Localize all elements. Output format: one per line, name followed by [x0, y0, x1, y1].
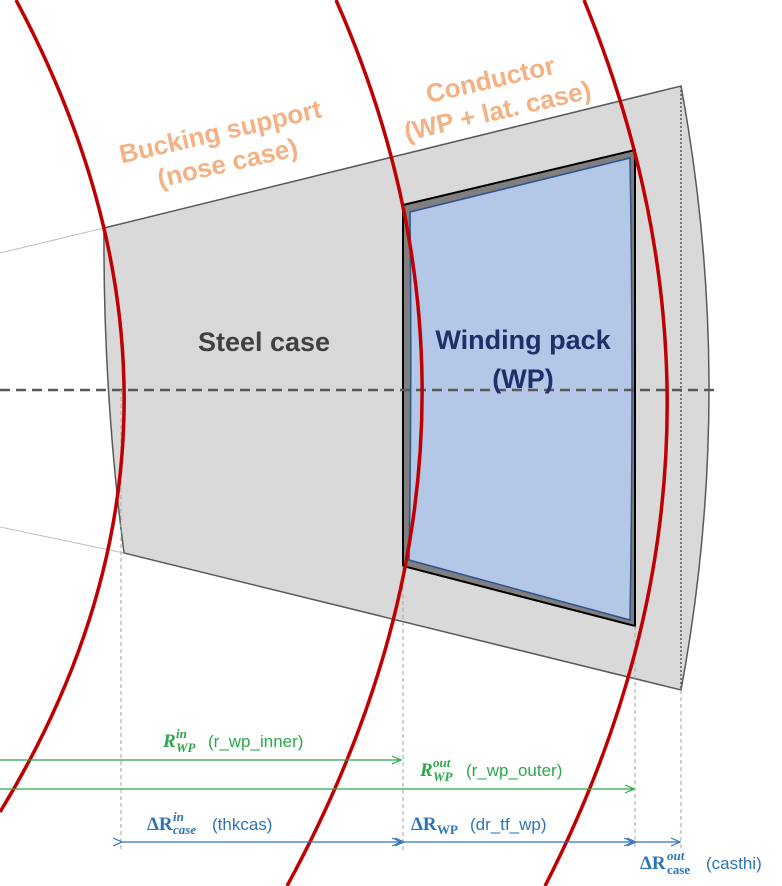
case-extension-line-bottom: [0, 526, 125, 554]
svg-text:case: case: [173, 822, 196, 837]
red-arc-1: [0, 0, 126, 813]
svg-text:(thkcas): (thkcas): [212, 815, 272, 834]
svg-text:out: out: [667, 848, 685, 863]
steel-case-label: Steel case: [198, 327, 330, 357]
svg-text:WP: WP: [176, 740, 197, 755]
thkcas-label: ΔR in case (thkcas): [147, 809, 272, 837]
svg-text:WP: WP: [433, 769, 454, 784]
reference-lines: [120, 390, 682, 850]
r-wp-inner-label: R in WP (r_wp_inner): [162, 726, 303, 755]
red-arc-2: [285, 0, 424, 886]
svg-text:(casthi): (casthi): [706, 854, 762, 873]
svg-text:ΔR: ΔR: [411, 814, 437, 835]
svg-text:(r_wp_outer): (r_wp_outer): [466, 761, 562, 780]
radial-arcs: [0, 0, 669, 886]
winding-pack-label-line1: Winding pack: [435, 325, 611, 355]
svg-text:out: out: [433, 755, 451, 770]
svg-text:R: R: [419, 760, 433, 781]
winding-pack-label-line2: (WP): [492, 364, 553, 394]
svg-text:in: in: [173, 809, 184, 824]
dr-tf-wp-label: ΔR WP (dr_tf_wp): [411, 814, 547, 837]
svg-text:(dr_tf_wp): (dr_tf_wp): [470, 815, 547, 834]
svg-text:(r_wp_inner): (r_wp_inner): [208, 732, 303, 751]
svg-text:ΔR: ΔR: [147, 814, 173, 835]
case-extension-line-top: [0, 227, 105, 254]
casthi-label: ΔR out case (casthi): [640, 848, 762, 877]
svg-text:R: R: [162, 731, 176, 752]
svg-text:case: case: [667, 862, 690, 877]
svg-text:WP: WP: [437, 822, 458, 837]
red-arc-3: [543, 0, 669, 886]
r-wp-outer-label: R out WP (r_wp_outer): [419, 755, 562, 784]
svg-text:in: in: [176, 726, 187, 741]
svg-text:ΔR: ΔR: [640, 853, 666, 874]
